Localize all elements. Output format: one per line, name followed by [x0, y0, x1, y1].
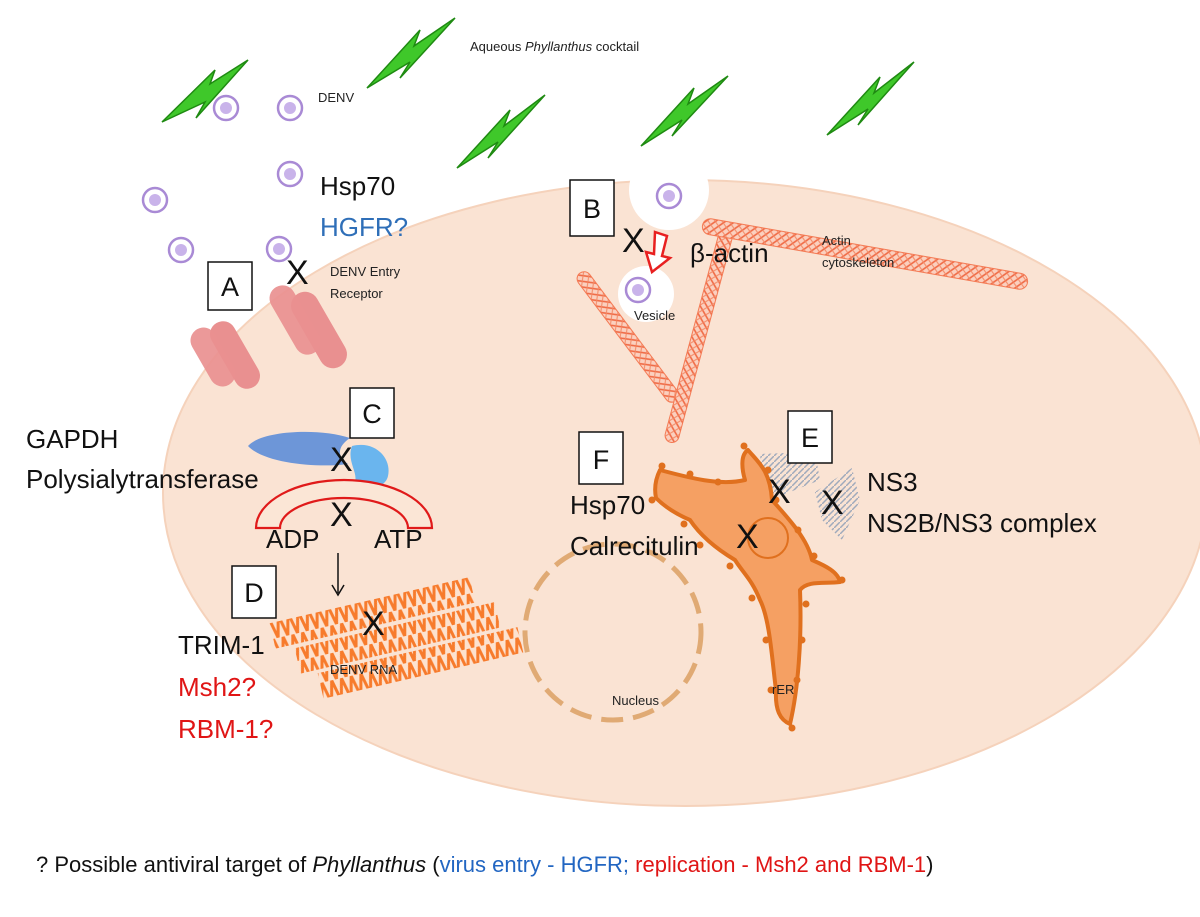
box-c [349, 387, 395, 439]
actin-cytoskeleton-label-1: Actin [822, 233, 851, 248]
virion-icon [655, 182, 683, 210]
adp-atp-arc [254, 478, 434, 530]
nucleus [522, 541, 704, 723]
virion-icon [167, 236, 195, 264]
virion-icon [276, 160, 304, 188]
box-c-label: C [362, 399, 382, 429]
box-d [231, 565, 277, 619]
lightning-icon [366, 17, 456, 89]
arrow-head-icon [331, 584, 345, 597]
box-b-label: B [583, 194, 601, 224]
virion-icon [624, 276, 652, 304]
virion-icon [212, 94, 240, 122]
denv-label: DENV [318, 90, 354, 105]
hgfr-label: HGFR? [320, 212, 408, 242]
rbm1-label: RBM-1? [178, 714, 273, 744]
x-mark-d: X [362, 605, 385, 643]
gapdh-label: GAPDH [26, 424, 118, 454]
hsp70-entry-label: Hsp70 [320, 171, 395, 201]
ns3-protein-shape [815, 468, 860, 540]
adp-label: ADP [266, 524, 319, 554]
box-a-label: A [221, 272, 239, 302]
trim1-label: TRIM-1 [178, 630, 265, 660]
entry-receptor-label-2: Receptor [330, 286, 383, 301]
rough-er-shape [653, 448, 842, 726]
x-mark-f: X [736, 518, 759, 556]
nucleus-label: Nucleus [612, 693, 659, 708]
virion-icon [265, 235, 293, 263]
virion-icon [276, 94, 304, 122]
virion-icon [141, 186, 169, 214]
rer-lumen [747, 517, 789, 559]
receptor-shape [291, 291, 347, 369]
box-e [787, 410, 833, 464]
actin-filaments [576, 218, 1029, 443]
box-e-label: E [801, 423, 819, 453]
figure-caption: ? Possible antiviral target of Phyllanth… [36, 852, 934, 877]
x-mark-e1: X [768, 473, 791, 511]
receptor-shape [269, 285, 321, 355]
polysialyltransferase-enzyme-shape [350, 444, 389, 489]
box-d-label: D [244, 578, 264, 608]
ns3-label: NS3 [867, 467, 918, 497]
msh2-label: Msh2? [178, 672, 256, 702]
x-mark-e2: X [821, 484, 844, 522]
ribosomes [648, 442, 846, 732]
title: Aqueous Phyllanthus cocktail [470, 39, 639, 54]
atp-label: ATP [374, 524, 423, 554]
box-f [578, 431, 624, 485]
x-mark-b: X [622, 222, 645, 260]
denv-rna [269, 577, 524, 699]
beta-actin-label: β-actin [690, 238, 769, 268]
box-f-label: F [593, 445, 610, 475]
lightning-icon [456, 94, 546, 169]
x-mark-c2: X [330, 496, 353, 534]
receptor-shape [210, 321, 260, 389]
entry-receptor-label-1: DENV Entry [330, 264, 401, 279]
box-a [207, 261, 253, 311]
down-arrow-icon [644, 230, 673, 275]
vesicle-label: Vesicle [634, 308, 675, 323]
hsp70-er-label: Hsp70 [570, 490, 645, 520]
x-mark-c1: X [330, 441, 353, 479]
actin-cytoskeleton-label-2: cytoskeleton [822, 255, 894, 270]
lightning-icon [640, 75, 729, 147]
x-mark-a: X [286, 254, 309, 292]
lightning-icon [826, 61, 915, 136]
denv-rna-label: DENV RNA [330, 662, 398, 677]
polysialyltransferase-label: Polysialytransferase [26, 464, 259, 494]
box-b [569, 179, 615, 237]
rna-strand [269, 577, 476, 649]
actin-filament [701, 218, 1029, 290]
ns2b-ns3-complex-label: NS2B/NS3 complex [867, 508, 1097, 538]
calrecitulin-label: Calrecitulin [570, 531, 699, 561]
rna-strand [317, 627, 524, 699]
lightning-bolts [161, 17, 915, 169]
lightning-icon [161, 59, 249, 123]
entry-receptors [190, 285, 347, 389]
receptor-shape [190, 327, 236, 387]
rna-strand [294, 602, 501, 674]
gapdh-enzyme-shape [248, 431, 350, 466]
rer-label: rER [772, 682, 794, 697]
